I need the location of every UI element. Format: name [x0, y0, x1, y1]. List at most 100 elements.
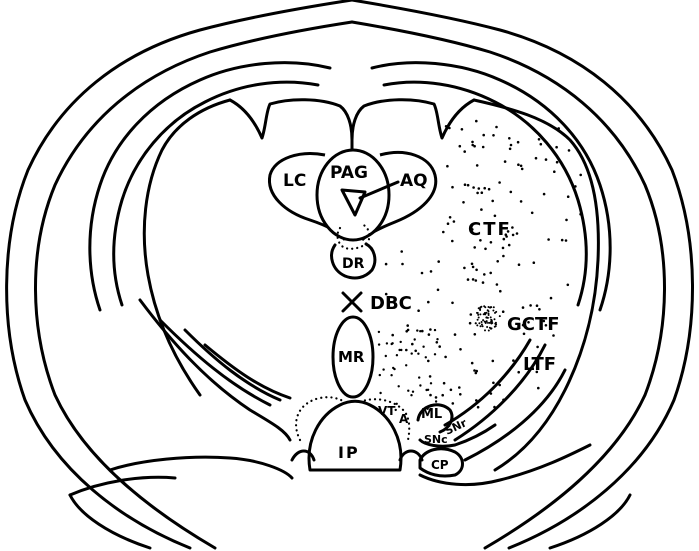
stipple-dot [545, 158, 548, 161]
stipple-dot [438, 345, 441, 348]
gctf-dot [484, 306, 486, 308]
label-snc: SNc [424, 433, 448, 446]
stipple-dot [427, 301, 430, 304]
stipple-dot [425, 356, 427, 358]
stipple-dot [492, 360, 495, 363]
stipple-dot [471, 263, 474, 266]
gctf-dot [481, 324, 483, 326]
gctf-dot [494, 326, 496, 328]
stipple-dot [475, 279, 478, 282]
stipple-dot [407, 329, 410, 332]
stipple-dot [574, 185, 577, 188]
stipple-dot [490, 241, 493, 244]
stipple-dot [493, 406, 496, 409]
stipple-dot [498, 181, 501, 184]
stipple-dot [444, 356, 447, 359]
stipple-dot [459, 348, 462, 351]
stipple-dot [379, 374, 381, 376]
stipple-dot [467, 184, 470, 187]
stipple-dot [477, 406, 480, 409]
stipple-dot [412, 391, 414, 393]
stipple-dot [495, 126, 498, 129]
stipple-dot [452, 402, 455, 405]
stipple-dot [475, 120, 478, 123]
gctf-dot [484, 329, 486, 331]
stipple-dot [475, 370, 478, 373]
stipple-dot [490, 392, 493, 395]
stipple-dot [520, 165, 523, 168]
gctf-dot [494, 318, 496, 320]
gctf-dot [484, 313, 486, 315]
stipple-dot [401, 263, 404, 266]
stipple-dot [483, 187, 486, 190]
dbc-cross-icon [343, 293, 361, 311]
stipple-dot [429, 375, 432, 378]
label-ctf: CTF [468, 219, 512, 240]
stipple-dot [547, 238, 550, 241]
gctf-dot [488, 314, 490, 316]
stipple-dot [536, 304, 539, 307]
stipple-dot [510, 191, 513, 194]
stipple-dot [481, 191, 484, 194]
gctf-dot [477, 319, 479, 321]
stipple-dot [482, 134, 485, 137]
stipple-dot [442, 231, 445, 234]
stipple-dot [461, 128, 464, 131]
stipple-dot [391, 342, 393, 344]
stipple-dot [436, 338, 438, 340]
stipple-dot [427, 389, 429, 391]
stipple-dot [428, 333, 431, 336]
stipple-dot [435, 396, 438, 399]
stipple-dot [475, 399, 478, 402]
stipple-dot [509, 148, 512, 151]
gctf-dot [475, 322, 477, 324]
gctf-dot [481, 321, 483, 323]
stipple-dot [454, 333, 457, 336]
stipple-dot [550, 297, 553, 300]
stipple-dot [489, 272, 492, 275]
stipple-dot [379, 392, 381, 394]
stipple-dot [400, 250, 403, 253]
stipple-dot [435, 400, 437, 402]
gctf-dot [479, 309, 481, 311]
stipple-dot [459, 145, 462, 148]
stipple-dot [405, 364, 407, 366]
stipple-dot [398, 385, 400, 387]
stipple-dot [504, 160, 507, 163]
stipple-dot [537, 387, 540, 390]
label-aq: AQ [400, 171, 428, 191]
gctf-dot [485, 322, 487, 324]
stipple-dot [498, 384, 501, 387]
stipple-dot [520, 200, 523, 203]
stipple-dot [422, 346, 424, 348]
stipple-dot [478, 187, 481, 190]
gctf-dot [478, 317, 480, 319]
stipple-dot [430, 270, 433, 273]
stipple-dot [414, 338, 416, 340]
stipple-dot [543, 193, 546, 196]
label-lc: LC [283, 171, 306, 191]
stipple-dot [437, 260, 440, 263]
stipple-dot [476, 192, 479, 195]
label-vta-vt: VT [378, 404, 396, 418]
stipple-dot [446, 165, 449, 168]
stipple-dot [502, 247, 505, 250]
stipple-dot [522, 306, 525, 309]
stipple-dot [476, 164, 479, 167]
stipple-dot [508, 244, 511, 247]
stipple-dot [535, 157, 538, 160]
stipple-dot [386, 342, 388, 344]
stipple-dot [512, 234, 515, 237]
stipple-dot [483, 273, 486, 276]
stipple-dot [396, 354, 398, 356]
label-ml: ML [421, 407, 442, 422]
stipple-dot [556, 161, 559, 164]
stipple-dot [472, 266, 475, 269]
stipple-dot [398, 349, 400, 351]
stipple-dot [517, 141, 520, 144]
stipple-dot [472, 186, 475, 189]
stipple-dot [565, 219, 568, 222]
stipple-dot [492, 382, 495, 385]
